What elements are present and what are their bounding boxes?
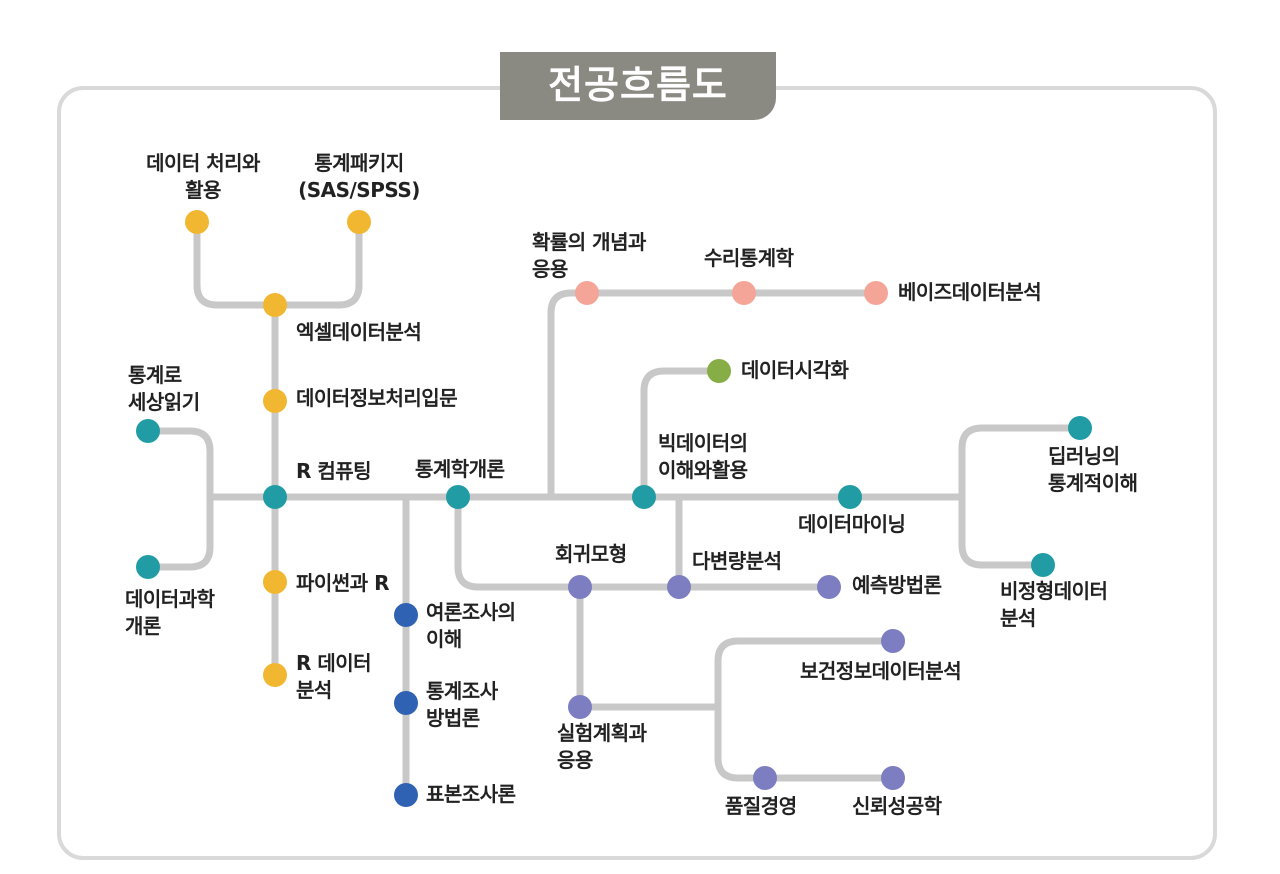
label-health-info: 보건정보데이터분석 — [800, 659, 962, 683]
line-regression-branch — [454, 497, 829, 591]
node-multivariate — [667, 575, 691, 599]
label-bayesian: 베이즈데이터분석 — [898, 280, 1042, 304]
line-probability-branch — [547, 289, 876, 497]
node-data-mining — [838, 485, 862, 509]
label-data-info-intro: 데이터정보처리입문 — [296, 386, 458, 410]
label-forecasting: 예측방법론 — [852, 573, 942, 597]
label-visualization: 데이터시각화 — [741, 358, 849, 382]
label-r-computing: R 컴퓨팅 — [296, 459, 372, 483]
label-python-r: 파이썬과 R — [296, 571, 389, 595]
node-public-opinion — [394, 603, 418, 627]
node-stats-world — [136, 419, 160, 443]
node-big-data — [632, 485, 656, 509]
node-visualization — [707, 359, 731, 383]
node-python-r — [263, 570, 287, 594]
line-data-processing — [193, 222, 275, 309]
node-experiment-design — [568, 695, 592, 719]
node-forecasting — [817, 575, 841, 599]
node-health-info — [881, 629, 905, 653]
label-sampling-theory: 표본조사론 — [426, 782, 516, 806]
node-sampling-theory — [394, 783, 418, 807]
node-reliability — [881, 766, 905, 790]
label-multivariate: 다변량분석 — [692, 549, 782, 573]
node-unstructured — [1031, 553, 1055, 577]
node-r-computing — [263, 485, 287, 509]
line-quality-branch — [714, 637, 893, 707]
label-math-stats: 수리통계학 — [704, 246, 794, 270]
node-quality-mgmt — [753, 766, 777, 790]
node-intro-statistics — [446, 485, 470, 509]
node-probability — [575, 281, 599, 305]
label-stat-package: 통계패키지(SAS/SPSS) — [298, 151, 420, 202]
line-experiment-branch — [576, 587, 718, 711]
line-unstructured-branch — [958, 497, 1043, 569]
line-quality-lower — [714, 707, 893, 782]
node-data-processing — [185, 210, 209, 234]
line-visualization-branch — [640, 367, 719, 497]
line-stats-world — [148, 427, 214, 571]
node-stat-package — [347, 210, 371, 234]
node-deep-learning — [1068, 416, 1092, 440]
node-survey-methods — [394, 691, 418, 715]
label-quality-mgmt: 품질경영 — [725, 794, 797, 818]
label-regression: 회귀모형 — [555, 542, 627, 566]
diagram-title: 전공흐름도 — [500, 52, 776, 120]
node-excel-analysis — [263, 293, 287, 317]
label-intro-statistics: 통계학개론 — [415, 457, 505, 481]
label-excel-analysis: 엑셀데이터분석 — [296, 320, 422, 344]
line-deep-learning-branch — [958, 424, 1080, 497]
node-data-science-intro — [136, 555, 160, 579]
node-data-info-intro — [263, 389, 287, 413]
node-r-data-analysis — [263, 663, 287, 687]
node-regression — [568, 575, 592, 599]
line-stat-package — [275, 222, 363, 309]
node-bayesian — [864, 281, 888, 305]
label-data-mining: 데이터마이닝 — [798, 512, 906, 536]
label-reliability: 신뢰성공학 — [852, 794, 942, 818]
node-math-stats — [732, 281, 756, 305]
